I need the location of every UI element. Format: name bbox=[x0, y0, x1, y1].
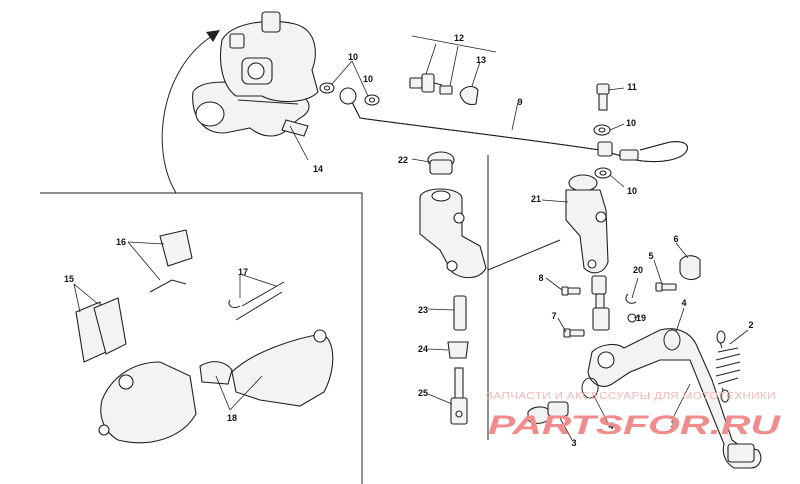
callout-12: 12 bbox=[454, 33, 464, 43]
watermark-brand: PARTSFOR.RU bbox=[488, 410, 782, 440]
callout-3: 3 bbox=[571, 438, 576, 448]
bleed-valve-parts bbox=[409, 73, 479, 106]
watermark: ЗАПЧАСТИ И АКСЕССУАРЫ ДЛЯ МОТОТЕХНИКИ PA… bbox=[486, 390, 782, 440]
callout-2: 2 bbox=[748, 320, 753, 330]
callout-18: 18 bbox=[227, 413, 237, 423]
callout-6: 6 bbox=[673, 234, 678, 244]
callout-17: 17 bbox=[238, 267, 248, 277]
rear-master-cylinder bbox=[487, 174, 610, 331]
inset-brake-pads bbox=[75, 229, 285, 363]
callout-10-caliper: 10 bbox=[348, 52, 358, 62]
watermark-caption: ЗАПЧАСТИ И АКСЕССУАРЫ ДЛЯ МОТОТЕХНИКИ bbox=[486, 390, 776, 402]
callout-25: 25 bbox=[418, 388, 428, 398]
callout-labels: 1 2 3 4 4 5 6 7 8 9 10 10 10 10 11 12 13… bbox=[64, 33, 754, 448]
brake-hose bbox=[339, 87, 688, 163]
callout-23: 23 bbox=[418, 305, 428, 315]
inset-caliper-assembly bbox=[98, 329, 334, 444]
detail-arrow-head bbox=[206, 30, 220, 42]
callout-20: 20 bbox=[633, 265, 643, 275]
callout-13: 13 bbox=[476, 55, 486, 65]
detail-arrow bbox=[161, 35, 213, 194]
return-spring bbox=[715, 330, 741, 403]
callout-21: 21 bbox=[531, 194, 541, 204]
brake-pedal bbox=[587, 328, 762, 469]
callout-19: 19 bbox=[636, 313, 646, 323]
callout-24: 24 bbox=[418, 344, 428, 354]
callout-10-center: 10 bbox=[363, 74, 373, 84]
callout-14: 14 bbox=[313, 164, 323, 174]
callout-10-lower-right: 10 bbox=[627, 186, 637, 196]
leader-lines bbox=[73, 35, 749, 441]
small-hardware bbox=[561, 255, 701, 338]
callout-22: 22 bbox=[398, 155, 408, 165]
callout-10-upper-right: 10 bbox=[626, 118, 636, 128]
inset-frame bbox=[40, 192, 363, 484]
callout-7: 7 bbox=[551, 311, 556, 321]
callout-4-lower: 4 bbox=[608, 421, 613, 431]
callout-11: 11 bbox=[627, 82, 637, 92]
callout-15: 15 bbox=[64, 274, 74, 284]
banjo-bolt bbox=[596, 83, 610, 111]
washer-group bbox=[319, 82, 612, 179]
pivot-bolt-and-seals bbox=[527, 329, 681, 424]
master-cylinder-parts bbox=[419, 151, 487, 425]
rear-caliper bbox=[192, 11, 319, 137]
callout-4-upper: 4 bbox=[681, 298, 686, 308]
callout-16: 16 bbox=[116, 237, 126, 247]
callout-9: 9 bbox=[517, 97, 522, 107]
callout-8: 8 bbox=[538, 273, 543, 283]
callout-1: 1 bbox=[670, 419, 675, 429]
callout-5: 5 bbox=[648, 251, 653, 261]
